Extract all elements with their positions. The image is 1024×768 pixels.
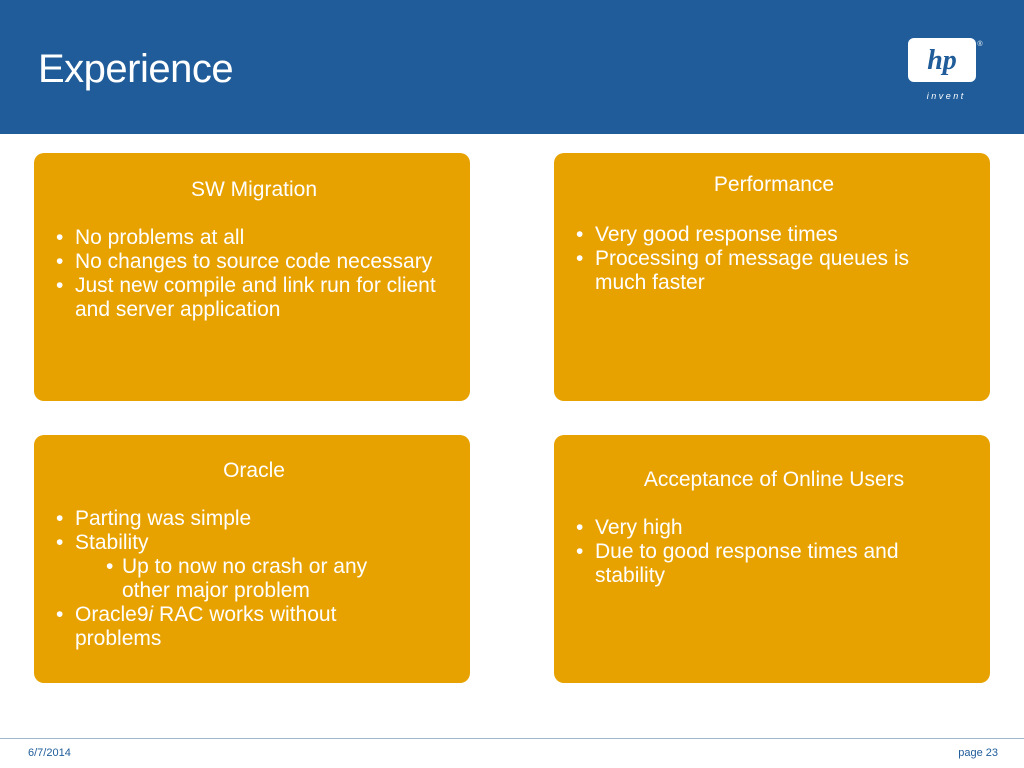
header-bar: Experience hp ® i n v e n t (0, 0, 1024, 134)
bullet-list: Very good response times Processing of m… (576, 223, 972, 295)
card-acceptance: Acceptance of Online Users Very high Due… (554, 435, 990, 683)
footer-divider (0, 738, 1024, 739)
card-title: SW Migration (190, 178, 318, 201)
hp-invent-logo: hp ® i n v e n t (908, 38, 983, 101)
list-item: Due to good response times and stability (576, 540, 964, 588)
footer-date: 6/7/2014 (28, 747, 71, 759)
card-title: Acceptance of Online Users (643, 468, 905, 491)
list-item: Just new compile and link run for client… (56, 274, 450, 322)
bullet-list: No problems at all No changes to source … (56, 226, 452, 322)
list-item: Parting was simple (56, 507, 412, 531)
card-performance: Performance Very good response times Pro… (554, 153, 990, 401)
sub-list-item: Up to now no crash or any other major pr… (56, 555, 412, 603)
card-oracle: Oracle Parting was simple Stability Up t… (34, 435, 470, 683)
list-item: No changes to source code necessary (56, 250, 450, 274)
footer-page-number: page 23 (958, 747, 998, 759)
oracle-version-text: Oracle9 (75, 603, 149, 626)
bullet-list: Parting was simple Stability Up to now n… (56, 507, 452, 651)
card-title: Oracle (223, 459, 285, 482)
list-item: Very high (576, 516, 964, 540)
list-item: No problems at all (56, 226, 450, 250)
oracle-rac-text: RAC works without problems (75, 603, 337, 650)
card-title: Performance (713, 173, 835, 196)
logo-registered-mark: ® (977, 40, 983, 48)
logo-brand-text: hp (927, 45, 957, 76)
list-item: Processing of message queues is much fas… (576, 247, 958, 295)
list-item: Stability (56, 531, 412, 555)
slide-title: Experience (38, 47, 234, 91)
list-item-oracle-rac: Oracle9i RAC works without problems (56, 603, 412, 651)
logo-tagline: i n v e n t (927, 91, 964, 101)
oracle-version-italic: i (148, 603, 154, 626)
bullet-list: Very high Due to good response times and… (576, 516, 972, 588)
card-sw-migration: SW Migration No problems at all No chang… (34, 153, 470, 401)
list-item: Very good response times (576, 223, 958, 247)
